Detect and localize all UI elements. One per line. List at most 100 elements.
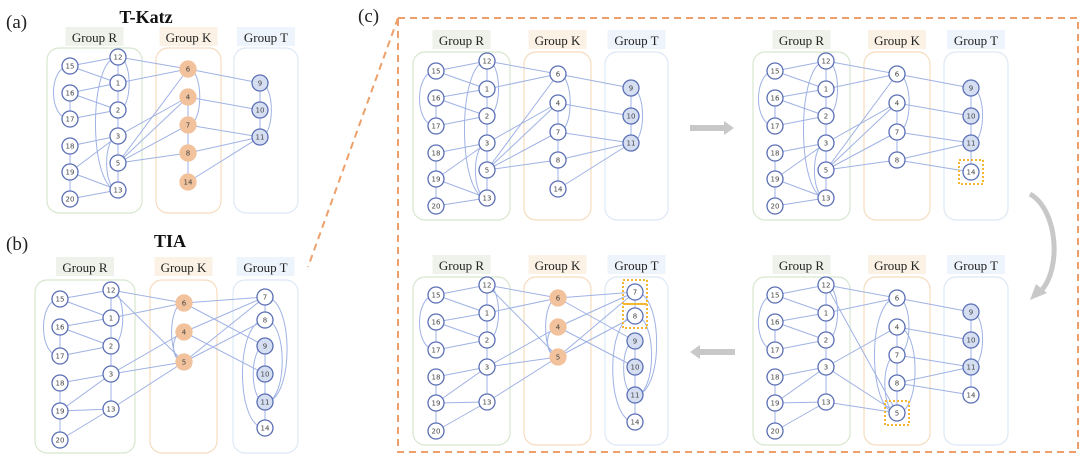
node-label: 11 xyxy=(631,392,640,400)
node-18: 18 xyxy=(427,368,445,386)
node-label: 19 xyxy=(56,408,65,416)
node-20: 20 xyxy=(427,422,445,440)
edge-20-13 xyxy=(59,408,112,441)
node-label: 18 xyxy=(66,143,75,151)
node-label: 18 xyxy=(56,380,65,388)
node-label: 11 xyxy=(627,140,636,148)
node-12: 12 xyxy=(478,276,496,294)
edge-19-13 xyxy=(774,178,827,199)
node-label: 19 xyxy=(771,176,780,184)
node-9: 9 xyxy=(622,79,640,97)
node-label: 18 xyxy=(771,374,780,382)
edge-12-6 xyxy=(486,60,559,75)
node-8: 8 xyxy=(888,374,906,392)
node-10: 10 xyxy=(626,358,644,376)
node-20: 20 xyxy=(766,422,784,440)
node-label: 7 xyxy=(895,129,899,137)
node-6: 6 xyxy=(179,60,197,78)
panel-c-dashed-frame xyxy=(397,17,1079,453)
edge-20-13 xyxy=(774,401,827,432)
node-14: 14 xyxy=(962,163,980,181)
edge-6-9 xyxy=(896,297,972,313)
node-13: 13 xyxy=(478,189,496,207)
node-14: 14 xyxy=(549,180,567,198)
edge-12-6 xyxy=(825,284,898,299)
highlight-box-node-8 xyxy=(622,303,648,329)
node-14: 14 xyxy=(256,419,274,437)
edge-17-2 xyxy=(59,345,112,357)
edge-16-2 xyxy=(435,321,488,341)
edge-6-9 xyxy=(187,68,261,84)
node-label: 1 xyxy=(824,310,828,318)
edge-4-10 xyxy=(896,326,972,341)
node-4: 4 xyxy=(549,318,567,336)
node-5: 5 xyxy=(817,161,835,179)
highlight-box-node-14 xyxy=(958,159,984,185)
arrow-left-icon xyxy=(690,345,735,359)
edge-8-11 xyxy=(896,142,972,161)
node-4: 4 xyxy=(888,318,906,336)
node-12: 12 xyxy=(478,52,496,70)
group-r-label: Group R xyxy=(779,33,824,48)
edge-12-6 xyxy=(486,284,559,299)
node-3: 3 xyxy=(109,127,127,145)
group-k-label-bg xyxy=(528,30,587,49)
node-label: 12 xyxy=(822,282,831,290)
node-label: 3 xyxy=(109,371,113,379)
node-9: 9 xyxy=(962,303,980,321)
edge-6-9 xyxy=(557,73,632,89)
panel-c-label: (c) xyxy=(358,6,379,27)
edge-15-1 xyxy=(59,298,112,319)
edge-1-6 xyxy=(117,68,189,84)
node-label: 7 xyxy=(895,352,899,360)
edge-15-1 xyxy=(435,294,488,314)
node-11: 11 xyxy=(626,386,644,404)
edge-1-6 xyxy=(486,297,559,314)
edge-6-7 xyxy=(183,296,266,304)
node-label: 11 xyxy=(261,399,270,407)
node-label: 20 xyxy=(771,203,780,211)
node-19: 19 xyxy=(427,170,445,188)
node-label: 4 xyxy=(182,329,187,337)
edge-6-7 xyxy=(557,291,636,299)
group-r-box xyxy=(34,279,136,454)
node-label: 1 xyxy=(109,315,113,323)
edge-5-4 xyxy=(825,102,898,171)
edge-4-10 xyxy=(187,96,261,111)
node-label: 3 xyxy=(116,133,120,141)
edge-19-3 xyxy=(59,373,112,412)
group-t-label: Group T xyxy=(954,258,998,273)
node-9: 9 xyxy=(251,74,269,92)
edge-16-2 xyxy=(774,321,827,341)
node-2: 2 xyxy=(478,331,496,349)
node-7: 7 xyxy=(179,116,197,134)
group-r-box xyxy=(412,276,511,446)
highlight-box-node-5 xyxy=(884,400,910,426)
group-k-label: Group K xyxy=(161,260,207,275)
node-label: 18 xyxy=(432,150,441,158)
edge-1-6 xyxy=(110,302,185,319)
node-19: 19 xyxy=(766,170,784,188)
node-11: 11 xyxy=(962,358,980,376)
node-10: 10 xyxy=(622,107,640,125)
edge-4-10 xyxy=(557,326,636,368)
node-11: 11 xyxy=(962,134,980,152)
group-t-label: Group T xyxy=(954,33,998,48)
node-7: 7 xyxy=(626,283,644,301)
group-r-label-bg xyxy=(56,257,114,276)
node-label: 13 xyxy=(483,195,492,203)
node-10: 10 xyxy=(962,331,980,349)
node-label: 5 xyxy=(116,160,120,168)
edge-8-11 xyxy=(187,136,261,154)
node-17: 17 xyxy=(427,117,445,135)
node-label: 15 xyxy=(66,63,75,71)
node-17: 17 xyxy=(51,347,69,365)
edge-15-1 xyxy=(435,70,488,90)
node-label: 8 xyxy=(633,313,637,321)
group-r-label-bg xyxy=(432,30,491,49)
node-8: 8 xyxy=(626,307,644,325)
edge-19-13 xyxy=(435,178,488,199)
edge-5-8 xyxy=(183,319,266,363)
